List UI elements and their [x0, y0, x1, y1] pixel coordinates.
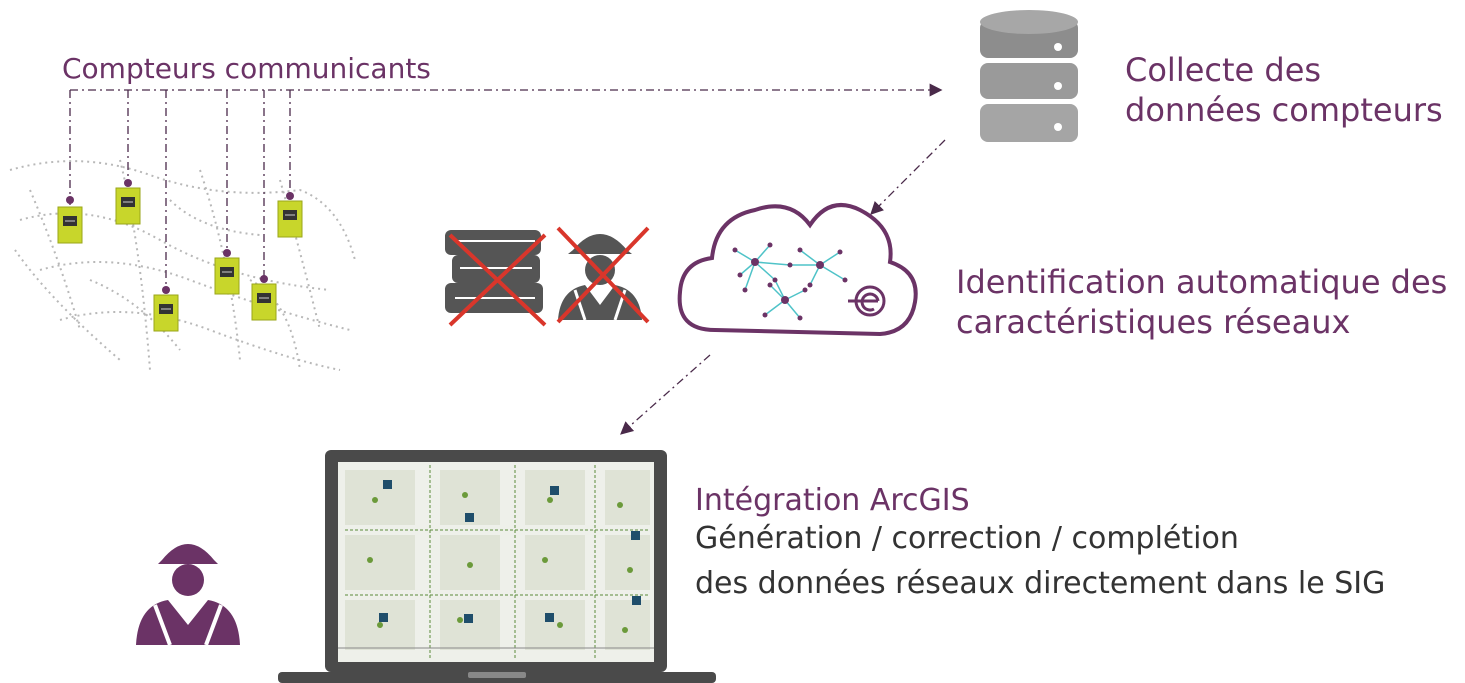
identification-label-line2: caractéristiques réseaux	[956, 303, 1351, 341]
cloud-network-icon	[677, 203, 918, 337]
identification-label-line1: Identification automatique des	[956, 263, 1448, 301]
integration-title: Intégration ArcGIS	[695, 483, 970, 518]
cross-out-icon	[448, 233, 547, 327]
laptop-icon	[278, 450, 716, 683]
smart-meter-icon	[251, 275, 277, 321]
arrow-cloud-to-laptop	[620, 354, 711, 435]
arrow-db-to-cloud	[870, 139, 946, 215]
smart-meter-icon	[115, 179, 141, 225]
collect-label-line1: Collecte des	[1125, 51, 1322, 89]
worker-icon	[136, 544, 240, 646]
collect-label: Collecte des données compteurs	[1125, 50, 1443, 130]
integration-line2: des données réseaux directement dans le …	[695, 566, 1386, 601]
smart-meter-icon	[153, 286, 179, 332]
integration-line1: Génération / correction / complétion	[695, 521, 1239, 556]
identification-label: Identification automatique des caractéri…	[956, 262, 1447, 342]
cross-out-icon	[556, 226, 650, 324]
e-logo-icon	[848, 285, 886, 317]
smart-meter-icon	[57, 196, 83, 244]
street-map	[9, 159, 356, 371]
database-icon	[980, 10, 1078, 142]
collect-label-line2: données compteurs	[1125, 91, 1443, 129]
smart-meter-icon	[214, 249, 240, 295]
smart-meter-icon	[277, 192, 303, 238]
meters-title: Compteurs communicants	[62, 52, 431, 85]
meter-connectors	[69, 83, 943, 290]
arcgis-map-preview	[338, 465, 654, 658]
